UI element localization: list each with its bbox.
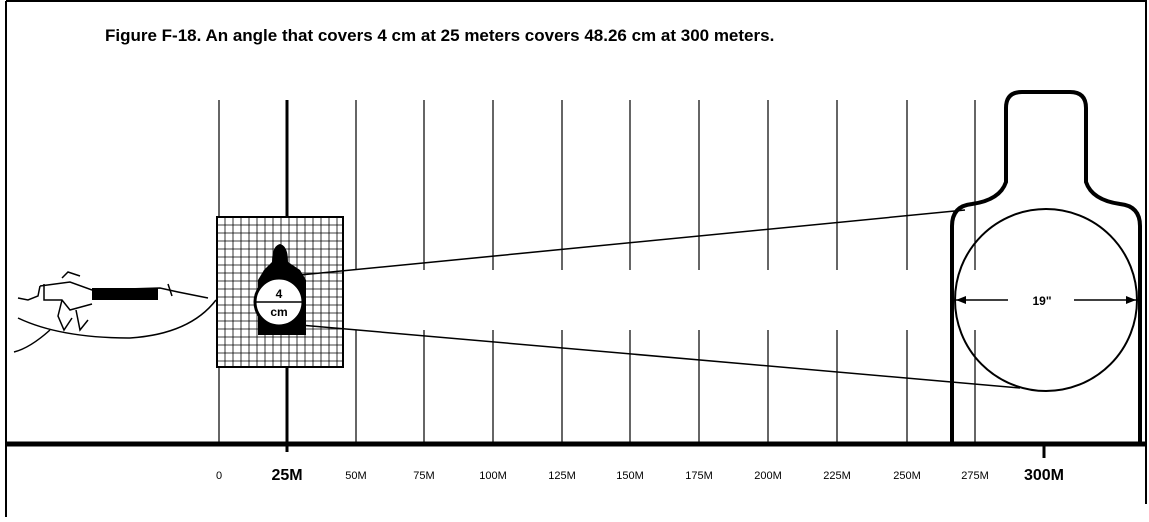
tick-label-150m: 150M — [616, 470, 644, 482]
tick-label-100m: 100M — [479, 470, 507, 482]
figure-title: Figure F-18. An angle that covers 4 cm a… — [105, 26, 775, 45]
far-target-value: 19" — [1032, 294, 1051, 308]
tick-label-200m: 200M — [754, 470, 782, 482]
tick-label-75m: 75M — [413, 470, 434, 482]
tick-label-0: 0 — [216, 470, 222, 482]
tick-label-50m: 50M — [345, 470, 366, 482]
far-target-silhouette — [950, 90, 1142, 444]
tick-label-300m: 300M — [1024, 467, 1064, 484]
near-target-value: 4 — [276, 287, 283, 301]
rifle-icon — [13, 271, 217, 353]
near-target-unit: cm — [270, 305, 287, 319]
tick-label-275m: 275M — [961, 470, 989, 482]
tick-label-175m: 175M — [685, 470, 713, 482]
tick-label-125m: 125M — [548, 470, 576, 482]
tick-label-225m: 225M — [823, 470, 851, 482]
angle-line-top — [299, 209, 966, 276]
angle-line-bottom — [299, 324, 1021, 389]
tick-label-250m: 250M — [893, 470, 921, 482]
near-target-silhouette: 4 cm — [253, 244, 306, 335]
figure-border — [5, 0, 1147, 517]
far-target-circle: 19" — [954, 208, 1138, 392]
tick-label-25m: 25M — [271, 467, 302, 484]
distance-tick-labels: 0 25M 50M 75M 100M 125M 150M 175M 200M 225M 250M 27… — [216, 467, 1064, 484]
